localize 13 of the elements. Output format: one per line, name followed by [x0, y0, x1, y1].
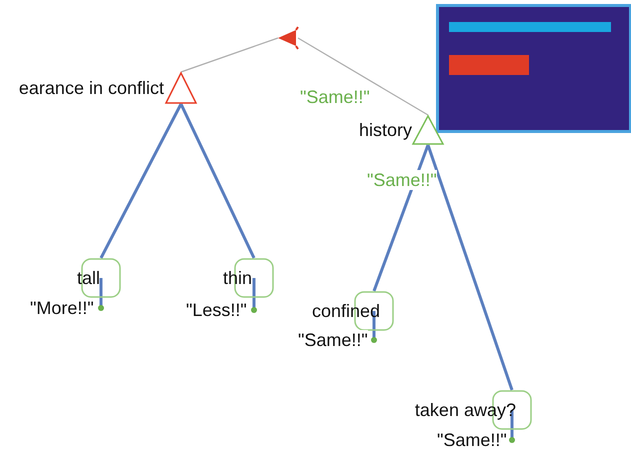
node-label: tall	[76, 268, 100, 288]
tree-branch	[372, 144, 430, 292]
tree-branch	[180, 37, 278, 73]
tree-branch	[298, 37, 428, 116]
node-label: thin	[222, 268, 252, 288]
tree-branch	[180, 103, 256, 259]
edge-label: "Same!!"	[367, 170, 437, 190]
node-label: confined	[312, 301, 380, 321]
node-label: history	[358, 120, 412, 140]
tree-branch	[100, 103, 182, 259]
node-label: earance in conflict	[18, 78, 164, 98]
tree-branch	[426, 144, 514, 390]
node-label: taken away?	[414, 400, 516, 420]
